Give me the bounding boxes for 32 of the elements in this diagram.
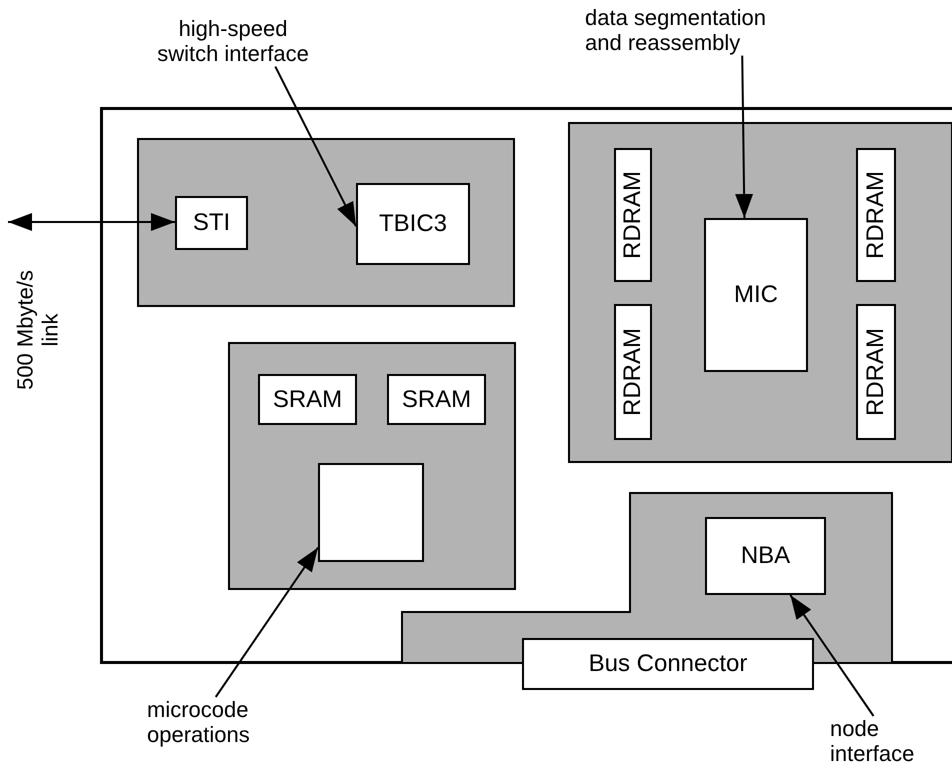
chip-label: RDRAM: [619, 171, 647, 259]
leader-line: [735, 56, 754, 218]
annotation-text: node interface: [830, 716, 950, 767]
chip-label: SRAM: [272, 386, 342, 414]
annotation-text: high-speed switch interface: [148, 16, 318, 67]
memory-chip-box: [614, 148, 652, 282]
chip-label: STI: [192, 209, 230, 237]
chip-label: RDRAM: [862, 171, 890, 259]
chip-box: [387, 374, 486, 425]
chip-box: [356, 183, 470, 265]
annotation-text: microcode operations: [147, 697, 307, 748]
chip-label: Bus Connector: [588, 650, 748, 678]
memory-chip-box: [856, 148, 896, 282]
chip-label: RDRAM: [619, 328, 647, 416]
chip-box: [175, 196, 248, 250]
leader-line: [274, 66, 357, 227]
memory-chip-box: [614, 304, 652, 440]
annotation-text: data segmentation and reassembly: [585, 5, 785, 56]
chip-label: RDRAM: [862, 328, 890, 416]
chip-box: [522, 638, 814, 690]
chip-label: TBIC3: [378, 210, 447, 238]
chip-label: SRAM: [402, 386, 472, 414]
link-arrow: [8, 213, 175, 231]
link-label: 500 Mbyte/s link: [12, 269, 64, 392]
chip-label: NBA: [740, 542, 790, 570]
memory-chip-box: [856, 304, 896, 440]
leader-line: [214, 546, 319, 698]
chip-box: [704, 218, 808, 372]
chip-label: MIC: [734, 281, 778, 309]
leader-line: [790, 594, 874, 717]
chip-box: [705, 517, 826, 595]
chip-box: [258, 374, 357, 425]
